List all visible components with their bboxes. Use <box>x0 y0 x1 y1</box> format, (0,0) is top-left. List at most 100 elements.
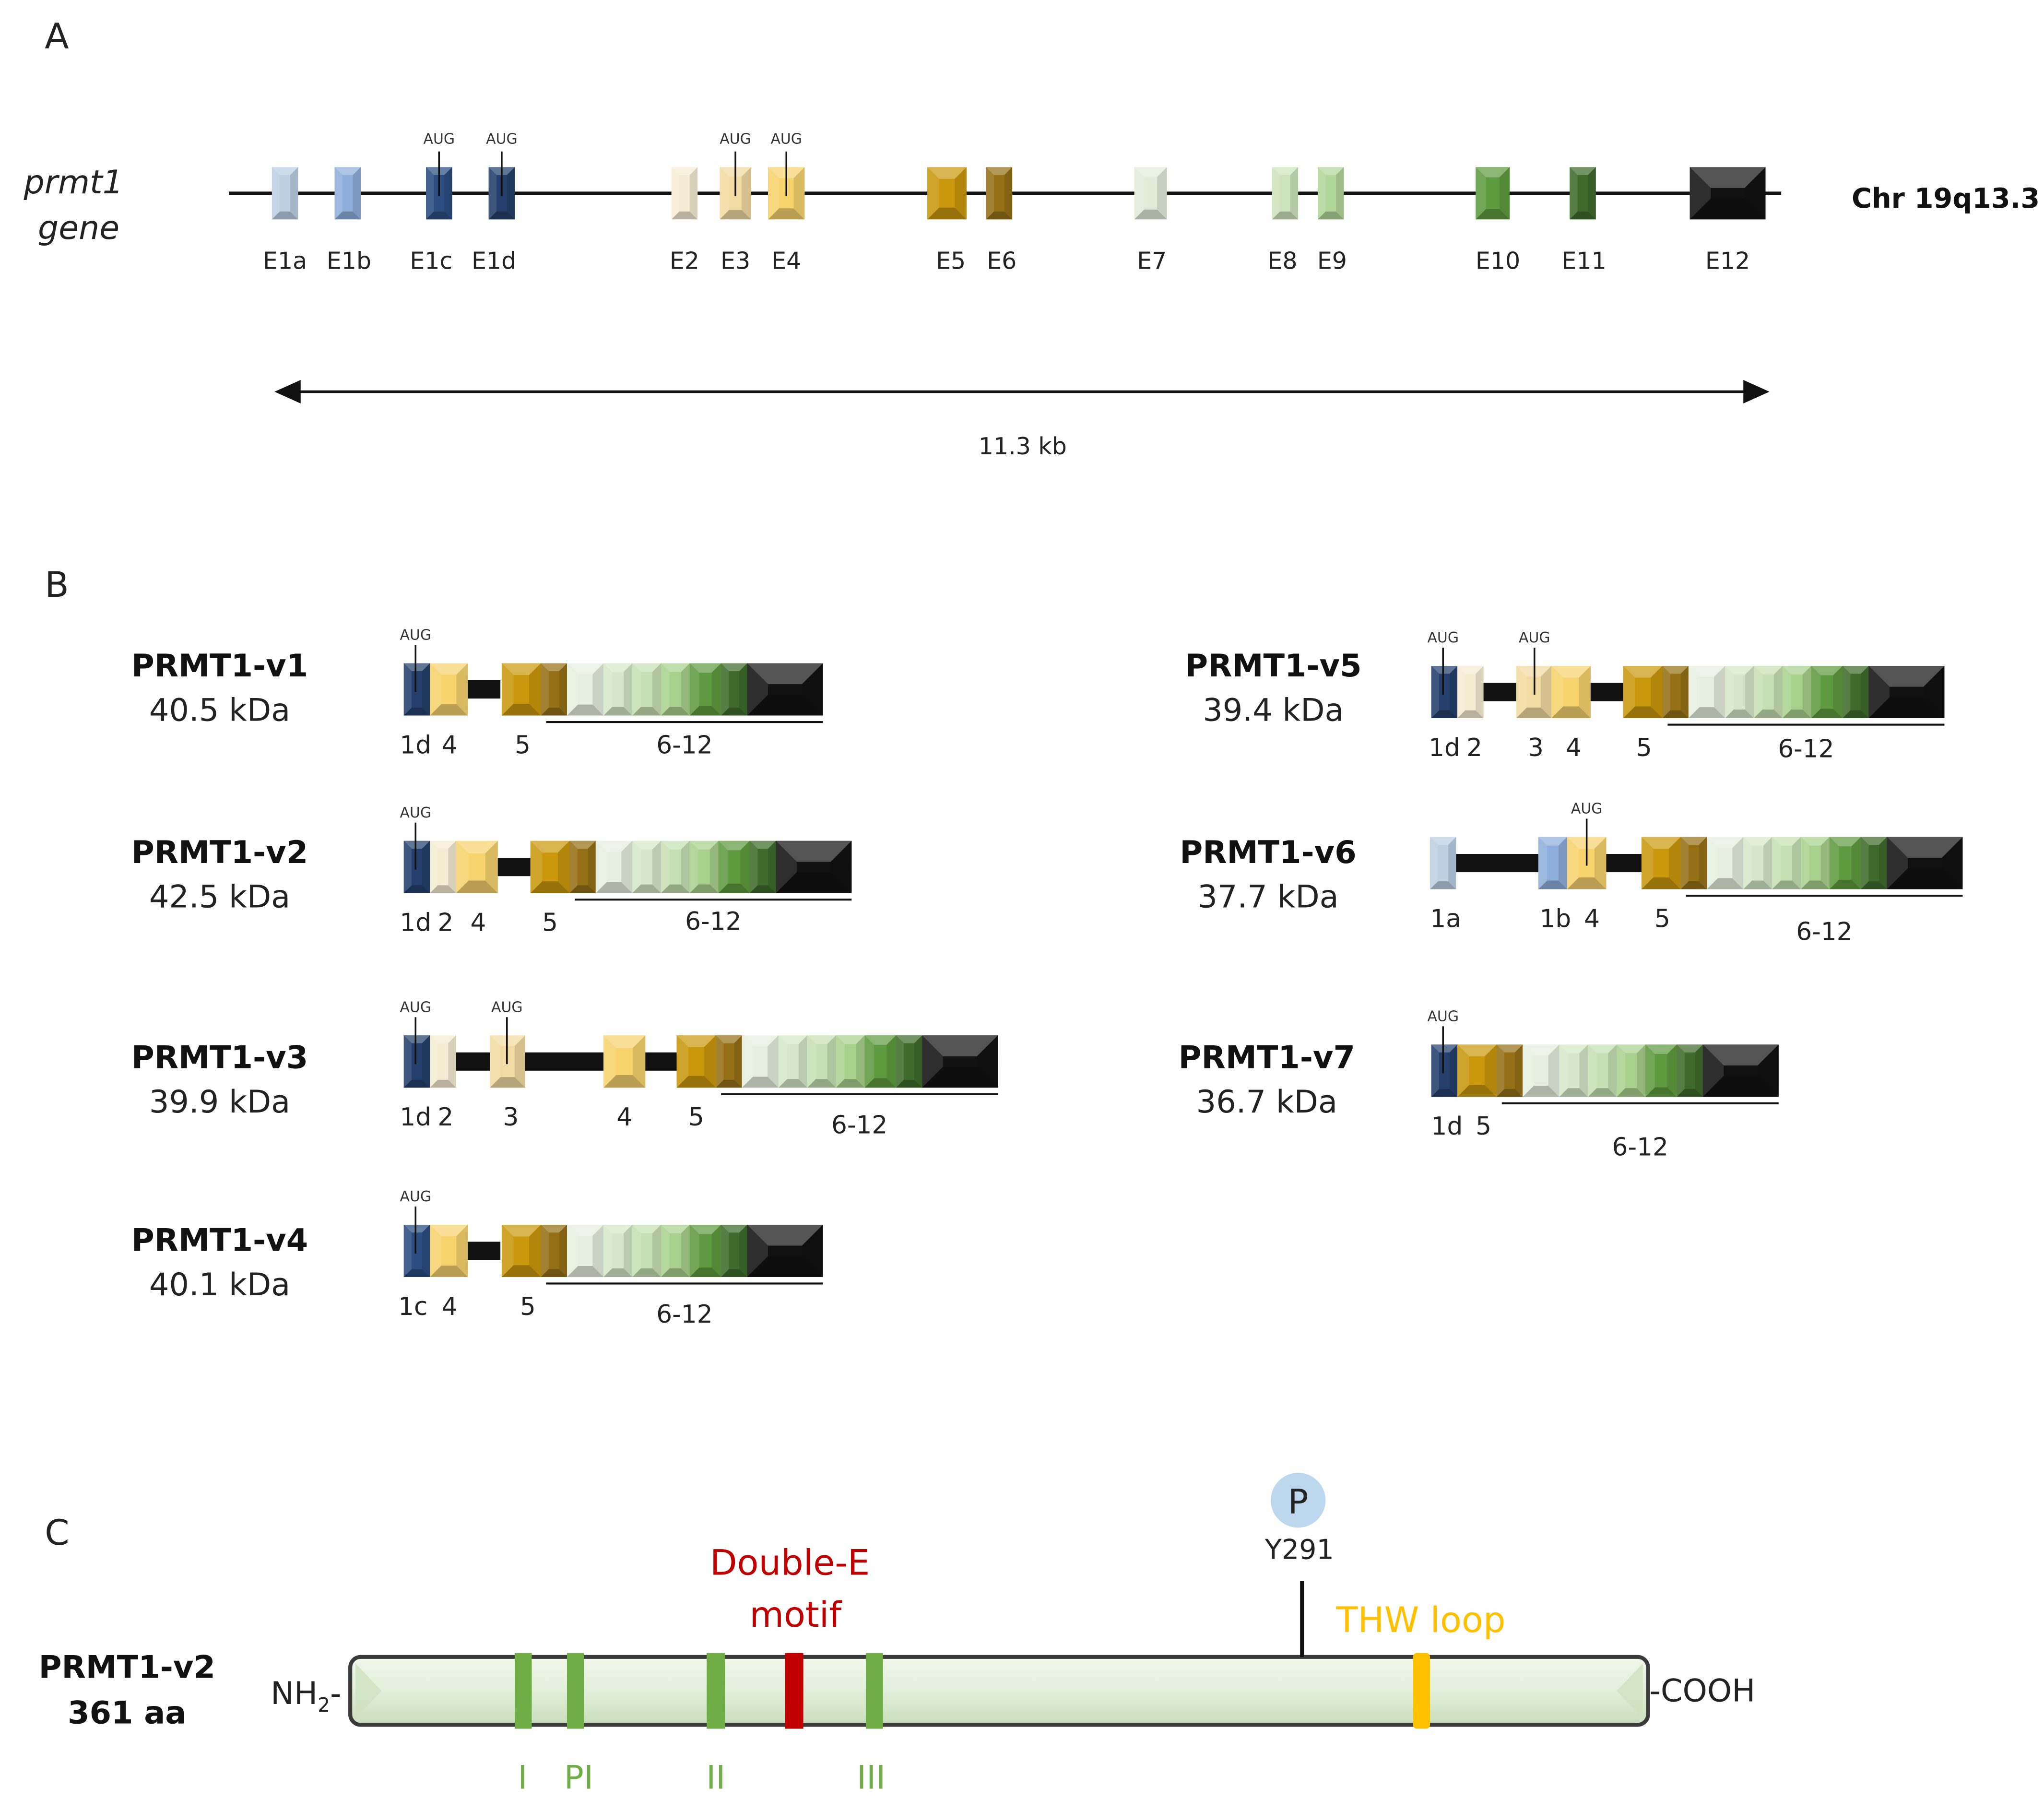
motif-bar-PI <box>567 1653 584 1729</box>
variant-exon-e1d <box>403 663 430 716</box>
exon-label-e12: E12 <box>1705 248 1750 275</box>
panel-c-label: C <box>45 1513 69 1553</box>
aug-marker: AUG <box>1519 629 1550 695</box>
variant-tail-exon-11 <box>896 1035 922 1088</box>
exon-e8 <box>1272 167 1299 220</box>
svg-text:AUG: AUG <box>400 999 431 1016</box>
exon-e1a <box>272 167 298 220</box>
aug-marker: AUG <box>400 805 431 870</box>
exon-label-e3: E3 <box>721 248 750 275</box>
variant-tail-exon-9 <box>689 840 719 893</box>
variant-tail-exon-9 <box>1617 1044 1646 1097</box>
motif-bar-III <box>866 1653 883 1729</box>
variant-tail-exon-9 <box>836 1035 865 1088</box>
phospho-circle <box>1270 1473 1326 1528</box>
gene-name-line2: gene <box>38 209 119 247</box>
exon-label-e8: E8 <box>1267 248 1297 275</box>
variant-intron <box>525 1052 604 1071</box>
variant-tail-exon-6 <box>1707 837 1744 889</box>
variant-tail-exon-8 <box>632 663 661 716</box>
variant-tail-exon-12 <box>1868 666 1945 718</box>
variant-exon-e1a <box>1430 837 1456 889</box>
variant-tail-exon-6 <box>567 663 604 716</box>
variant-tail-label: 6-12 <box>1778 735 1834 764</box>
variant-tail-exon-9 <box>661 663 690 716</box>
variant-exon-e5 <box>1641 837 1681 889</box>
variant-exon-label: 5 <box>515 731 531 759</box>
motif-bar-I <box>515 1653 532 1729</box>
variant-exon-e4 <box>603 1035 646 1088</box>
variant-exon-e4 <box>456 840 498 893</box>
variant-exon-label: 2 <box>1466 734 1482 762</box>
aug-marker: AUG <box>400 1188 431 1254</box>
gene-name: prmt1 gene <box>24 164 134 247</box>
svg-text:AUG: AUG <box>1427 629 1459 646</box>
variant-tail-exon-8 <box>661 840 690 893</box>
variant-name: PRMT1-v5 <box>1185 648 1361 684</box>
variant-exon-e6 <box>716 1035 742 1088</box>
thw-loop-bar <box>1413 1653 1430 1729</box>
variant-tail-exon-7 <box>632 840 661 893</box>
n-terminus-dash: - <box>330 1675 342 1712</box>
variant-tail-exon-6 <box>742 1035 779 1088</box>
variant-exon-label: 1c <box>398 1292 427 1321</box>
svg-text:AUG: AUG <box>770 130 802 147</box>
panel-a-label: A <box>45 16 69 57</box>
exon-label-e1a: E1a <box>263 248 307 275</box>
svg-text:AUG: AUG <box>1427 1008 1459 1025</box>
variant-tail-label: 6-12 <box>831 1111 887 1139</box>
variant-tail-exon-12 <box>747 1224 823 1277</box>
variant-exon-e3 <box>1516 666 1552 718</box>
span-label: 11.3 kb <box>979 433 1067 460</box>
variant-intron <box>1606 853 1642 873</box>
svg-text:AUG: AUG <box>486 130 518 147</box>
variant-tail-exon-12 <box>776 840 852 893</box>
variant-exon-e5 <box>501 1224 541 1277</box>
variant-tail-exon-11 <box>750 840 776 893</box>
double-e-line2: motif <box>749 1595 842 1635</box>
aug-marker: AUG <box>1427 1008 1459 1074</box>
variant-exon-label: 1d <box>1431 1112 1463 1141</box>
svg-text:AUG: AUG <box>423 130 455 147</box>
aug-marker: AUG <box>1427 629 1459 695</box>
variant-exon-e5 <box>1457 1044 1497 1097</box>
exon-label-e9: E9 <box>1317 248 1347 275</box>
exon-e5 <box>927 167 967 220</box>
variant-exon-e5 <box>501 663 541 716</box>
phospho-symbol: P <box>1288 1481 1309 1521</box>
variant-name: PRMT1-v6 <box>1180 834 1356 871</box>
variant-exon-label: 5 <box>1636 734 1652 762</box>
variant-exon-label: 5 <box>688 1103 704 1132</box>
variant-exon-e1d <box>403 840 430 893</box>
exon-e1b <box>334 167 361 220</box>
aug-marker-e1d: AUG <box>486 130 518 196</box>
thw-loop-label: THW loop <box>1335 1600 1505 1641</box>
variant-exon-e2 <box>430 1035 456 1088</box>
variant-exon-e5 <box>1623 666 1663 718</box>
aug-marker-e3: AUG <box>720 130 751 196</box>
variant-name: PRMT1-v2 <box>131 834 308 871</box>
panel-c: C PRMT1-v2 361 aa NH2- -COOH I PI II III… <box>39 1473 1755 1797</box>
variant-name: PRMT1-v1 <box>131 648 308 684</box>
variant-tail-exon-11 <box>1861 837 1887 889</box>
variant-tail-exon-6 <box>567 1224 604 1277</box>
variant-tail-exon-6 <box>1688 666 1725 718</box>
motif-label-III: III <box>857 1759 886 1797</box>
variant-exon-label: 3 <box>503 1103 519 1132</box>
variant-tail-exon-12 <box>922 1035 998 1088</box>
variant-exon-label: 2 <box>437 909 453 937</box>
variant-exon-label: 5 <box>1654 904 1670 933</box>
variant-tail-exon-10 <box>864 1035 896 1088</box>
variant-exon-e4 <box>1551 666 1591 718</box>
variant-exon-e6 <box>569 840 596 893</box>
variant-tail-exon-10 <box>1645 1044 1677 1097</box>
variant-tail-exon-7 <box>1743 837 1772 889</box>
exon-label-e7: E7 <box>1137 248 1167 275</box>
variant-exon-e6 <box>1496 1044 1523 1097</box>
chromosome-label: Chr 19q13.3 <box>1852 183 2040 214</box>
exon-e9 <box>1317 167 1344 220</box>
variant-intron <box>1456 853 1538 873</box>
